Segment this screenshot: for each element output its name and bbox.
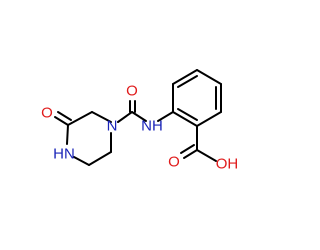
carboxylic-acid <box>180 125 217 162</box>
acid-hydroxyl-label: OH <box>216 156 239 173</box>
bond-c5-n4 <box>73 156 90 166</box>
urea-linkage <box>117 100 174 123</box>
bond-ar-inner-2-3 <box>177 75 198 88</box>
bond-c6-c5 <box>88 151 112 166</box>
bond-cooh-c-oh <box>196 149 217 162</box>
ring-amide-nitrogen-label: HN <box>53 146 75 163</box>
bond-c3-o-double-b <box>57 111 72 121</box>
bond-c2-n1 <box>91 111 112 123</box>
atom-labels: O HN N O NH O OH <box>41 83 238 173</box>
bond-ar-6-1 <box>172 111 198 127</box>
bond-n1-urea-c <box>117 111 133 123</box>
piperazinone-ring <box>66 111 112 166</box>
urea-oxygen-label: O <box>126 83 138 100</box>
bond-urea-c-nh <box>131 111 147 122</box>
bond-cooh-c-o-b <box>180 144 195 154</box>
ring-carbonyl-oxygen-label: O <box>41 105 53 122</box>
bond-cooh-c-o-a <box>183 149 198 159</box>
bond-nh-aryl <box>157 111 174 122</box>
bond-ar-inner-6-1 <box>177 108 198 121</box>
acid-carbonyl-oxygen-label: O <box>168 154 180 171</box>
chemical-structure-diagram: O HN N O NH O OH <box>41 69 238 173</box>
bond-ar-5-6 <box>196 111 222 127</box>
ring-carbonyl <box>54 111 72 126</box>
bond-c3-o-double-a <box>54 116 69 126</box>
bond-ar-2-3 <box>172 69 198 85</box>
urea-nitrogen-label: NH <box>141 118 163 135</box>
bond-n4-c3 <box>66 124 69 145</box>
ring-tertiary-nitrogen-label: N <box>107 118 118 135</box>
benzene-ring <box>172 69 222 127</box>
bond-c3-c2 <box>67 111 93 126</box>
bond-ar-3-4 <box>196 69 222 85</box>
